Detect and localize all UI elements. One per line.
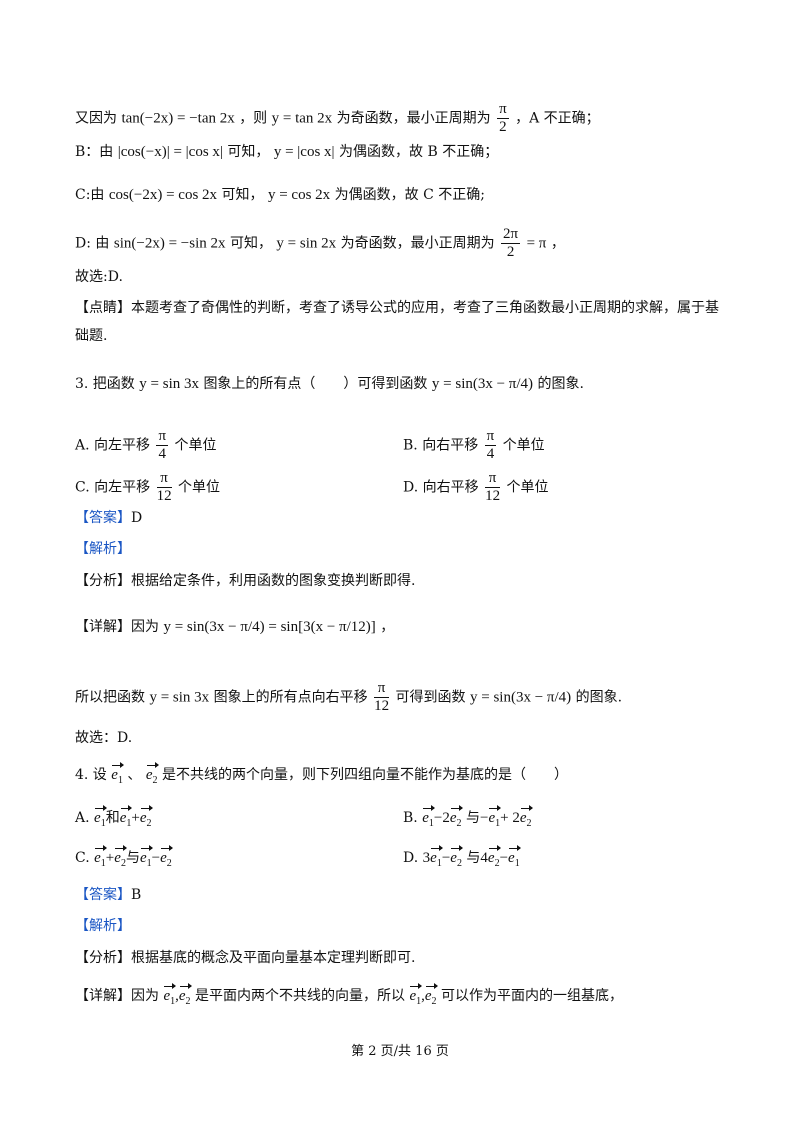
question-3: 3. 把函数 y = sin 3x 图象上的所有点（ ）可得到函数 y = si… (75, 376, 584, 392)
line-c: C:由 cos(−2x) = cos 2x 可知， y = cos 2x 为偶函… (75, 187, 485, 203)
math-y-tan: y = tan 2x (271, 110, 333, 127)
line-tan: 又因为 tan(−2x) = −tan 2x ，则 y = tan 2x 为奇函… (75, 101, 600, 135)
answer-4: 【答案】B (75, 887, 142, 903)
page-footer: 第 2 页/共 16 页 (351, 1044, 449, 1059)
option-4b[interactable]: B. e1−2e2 与−e1+ 2e2 (403, 805, 533, 834)
xiangjie-3: 【详解】因为 y = sin(3x − π/4) = sin[3(x − π/1… (75, 619, 395, 635)
option-4d[interactable]: D. 3e1−e2 与4e2−e1 (403, 845, 521, 874)
option-4a[interactable]: A. e1和e1+e2 (75, 805, 153, 834)
jiexi-3: 【解析】 (75, 541, 131, 557)
fenxi-4: 【分析】根据基底的概念及平面向量基本定理判断即可. (75, 950, 416, 966)
choose-d: 故选:D. (75, 269, 123, 285)
fenxi-3: 【分析】根据给定条件，利用函数的图象变换判断即得. (75, 573, 416, 589)
jiexi-4: 【解析】 (75, 918, 131, 934)
math-tan-eq: tan(−2x) = −tan 2x (121, 110, 235, 127)
dianjing: 【点睛】本题考查了奇偶性的判断，考查了诱导公式的应用，考查了三角函数最小正周期的… (75, 300, 719, 316)
option-4c[interactable]: C. e1+e2与e1−e2 (75, 845, 173, 874)
question-4: 4. 设 e1 、 e2 是不共线的两个向量，则下列四组向量不能作为基底的是（ … (75, 762, 568, 791)
answer-3: 【答案】D (75, 510, 143, 526)
choose-3: 故选：D. (75, 730, 133, 746)
xiangjie-4: 【详解】因为 e1,e2 是平面内两个不共线的向量，所以 e1,e2 可以作为平… (75, 983, 623, 1012)
line-d: D: 由 sin(−2x) = −sin 2x 可知， y = sin 2x 为… (75, 226, 565, 260)
dianjing-cont: 础题. (75, 328, 108, 344)
line-b: B：由 |cos(−x)| = |cos x| 可知， y = |cos x| … (75, 144, 499, 160)
